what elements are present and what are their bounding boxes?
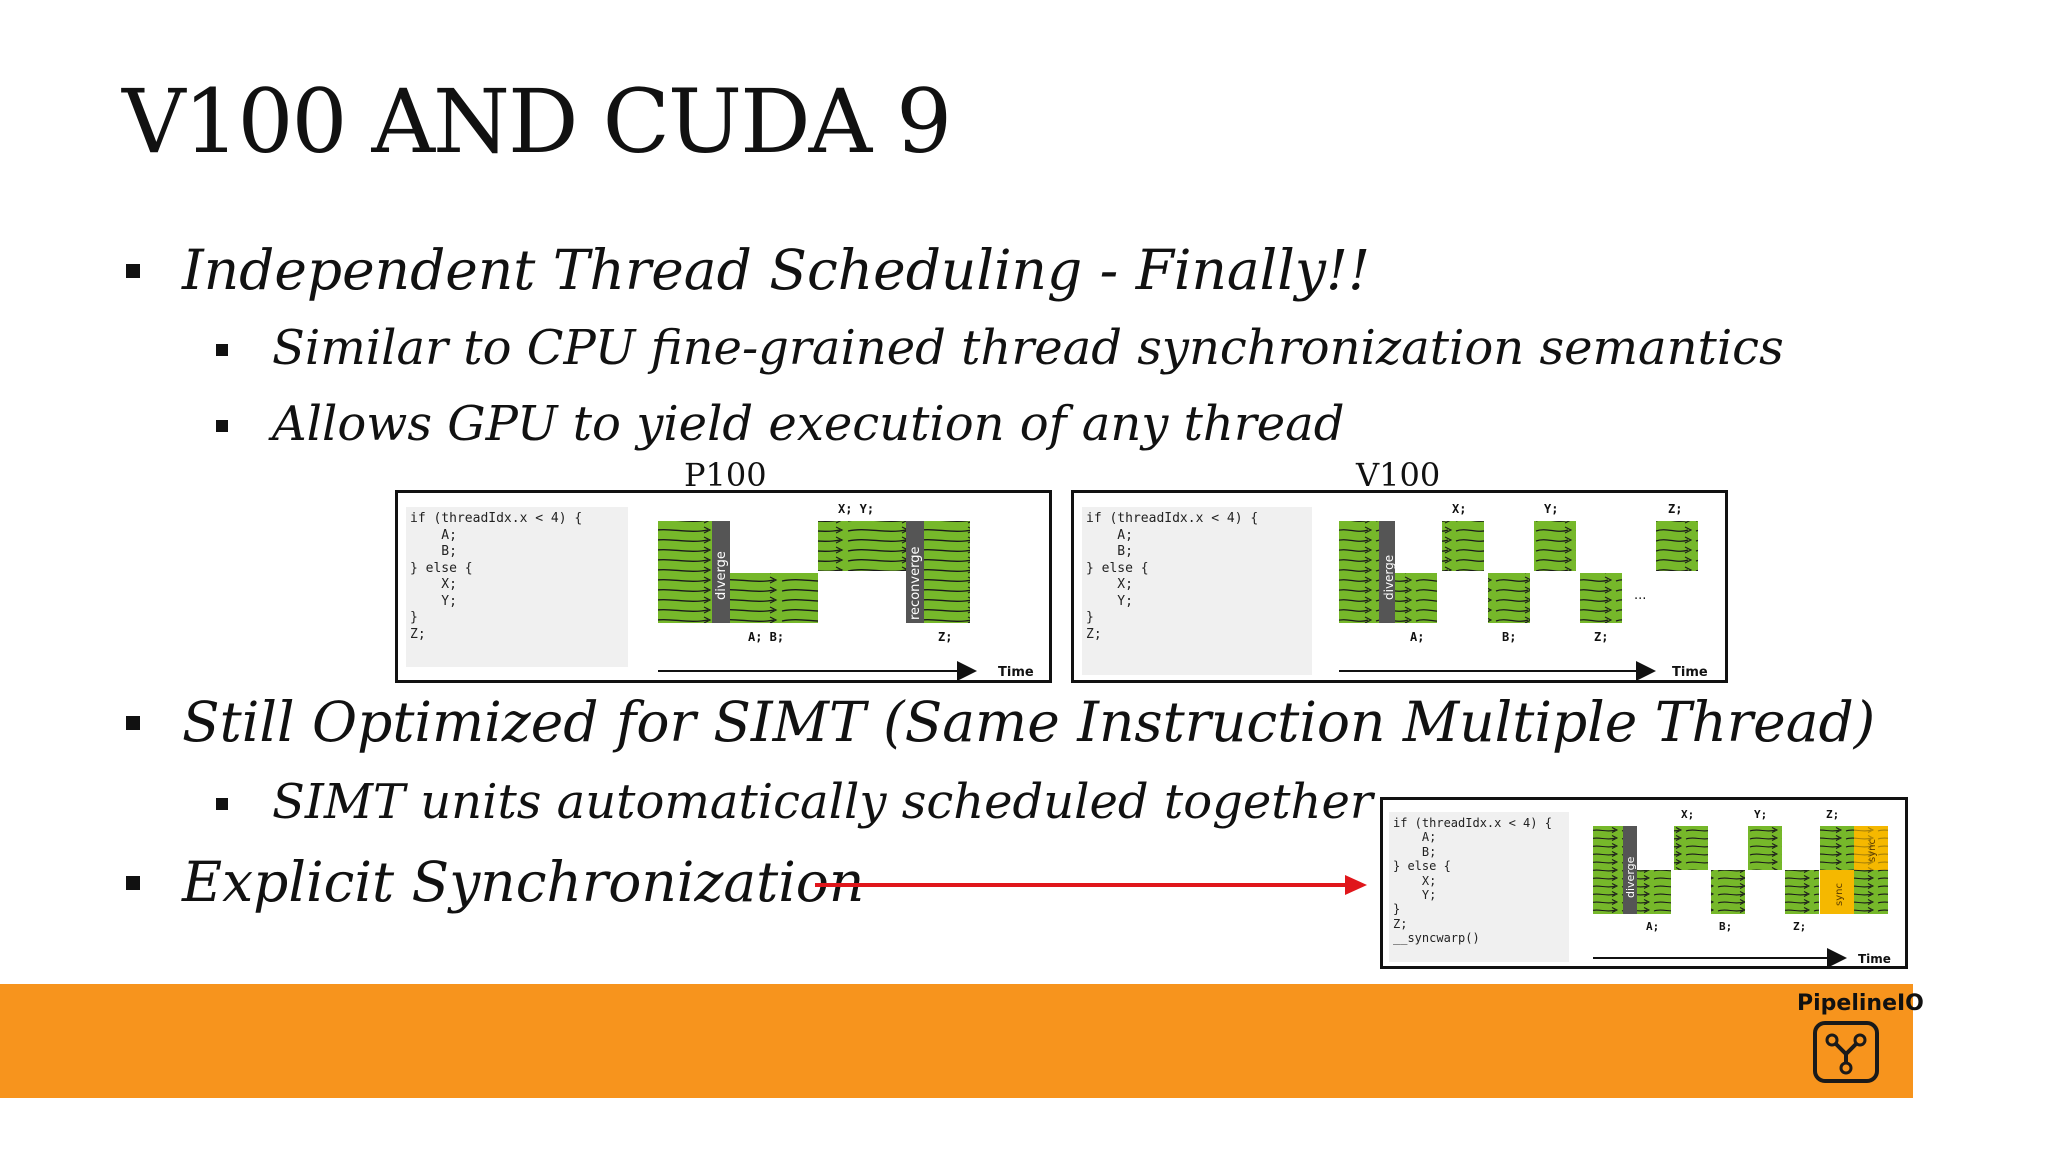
bullet-explicit-sync: Explicit Synchronization bbox=[182, 850, 865, 914]
p100-reconverge-text: reconverge bbox=[908, 547, 923, 620]
v100-a-label: A; bbox=[1410, 630, 1424, 644]
v100-z-top-label: Z; bbox=[1668, 502, 1682, 516]
sync-b-label: B; bbox=[1719, 920, 1732, 933]
red-arrow bbox=[815, 875, 1367, 895]
sync-diagram: diverge sync sync X; Y; Z; A; B; Z; Time bbox=[1593, 808, 1891, 968]
bullet-marker bbox=[216, 798, 228, 810]
v100-diagram: diverge ... X; Y; Z; A; B; Z; Time bbox=[1339, 502, 1708, 680]
p100-figure: if (threadIdx.x < 4) { A; B; } else { X;… bbox=[395, 490, 1052, 683]
sync-time-label: Time bbox=[1858, 952, 1891, 966]
bullet-marker bbox=[126, 876, 140, 890]
p100-diverge-text: diverge bbox=[714, 551, 729, 600]
pipelineio-logo-icon bbox=[1813, 1021, 1879, 1083]
v100-ellipsis: ... bbox=[1634, 588, 1646, 603]
bullet-simt: Still Optimized for SIMT (Same Instructi… bbox=[182, 690, 1876, 754]
bullet-thread-scheduling: Independent Thread Scheduling - Finally!… bbox=[182, 238, 1371, 302]
slide-title: V100 AND CUDA 9 bbox=[122, 70, 952, 173]
p100-time-label: Time bbox=[998, 665, 1034, 680]
p100-xy-label: X; Y; bbox=[838, 502, 874, 516]
sync-diverge-text: diverge bbox=[1624, 856, 1637, 898]
v100-z-bottom-label: Z; bbox=[1594, 630, 1608, 644]
p100-diagram: diverge reconverge X; Y; A; B; Z; Time bbox=[658, 502, 1034, 680]
sync-x-label: X; bbox=[1681, 808, 1694, 821]
bullet-cpu-sync: Similar to CPU fine-grained thread synch… bbox=[272, 320, 1784, 376]
v100-code: if (threadIdx.x < 4) { A; B; } else { X;… bbox=[1082, 507, 1312, 675]
sync-text-2: sync bbox=[1867, 839, 1878, 862]
sync-code: if (threadIdx.x < 4) { A; B; } else { X;… bbox=[1389, 812, 1569, 962]
sync-text-1: sync bbox=[1834, 883, 1845, 906]
bullet-simt-units: SIMT units automatically scheduled toget… bbox=[272, 774, 1373, 830]
v100-b-label: B; bbox=[1502, 630, 1516, 644]
bullet-marker bbox=[216, 344, 228, 356]
bullet-marker bbox=[126, 716, 140, 730]
sync-z-top-label: Z; bbox=[1826, 808, 1839, 821]
bullet-marker bbox=[126, 264, 140, 278]
bullet-yield: Allows GPU to yield execution of any thr… bbox=[272, 396, 1345, 452]
v100-time-label: Time bbox=[1672, 665, 1708, 680]
v100-figure: if (threadIdx.x < 4) { A; B; } else { X;… bbox=[1071, 490, 1728, 683]
p100-z-label: Z; bbox=[938, 630, 952, 644]
bullet-marker bbox=[216, 420, 228, 432]
v100-diverge-text: diverge bbox=[1382, 555, 1396, 600]
figure-label-v100: V100 bbox=[1356, 456, 1441, 494]
p100-ab-label: A; B; bbox=[748, 630, 784, 644]
footer-bar bbox=[0, 984, 1913, 1098]
logo-text: PipelineIO bbox=[1797, 991, 1924, 1016]
sync-a-label: A; bbox=[1646, 920, 1659, 933]
figure-label-p100: P100 bbox=[684, 456, 767, 494]
syncwarp-figure: if (threadIdx.x < 4) { A; B; } else { X;… bbox=[1380, 797, 1908, 969]
v100-x-label: X; bbox=[1452, 502, 1466, 516]
sync-y-label: Y; bbox=[1754, 808, 1767, 821]
sync-z-bottom-label: Z; bbox=[1793, 920, 1806, 933]
v100-y-label: Y; bbox=[1544, 502, 1558, 516]
p100-code: if (threadIdx.x < 4) { A; B; } else { X;… bbox=[406, 507, 628, 667]
